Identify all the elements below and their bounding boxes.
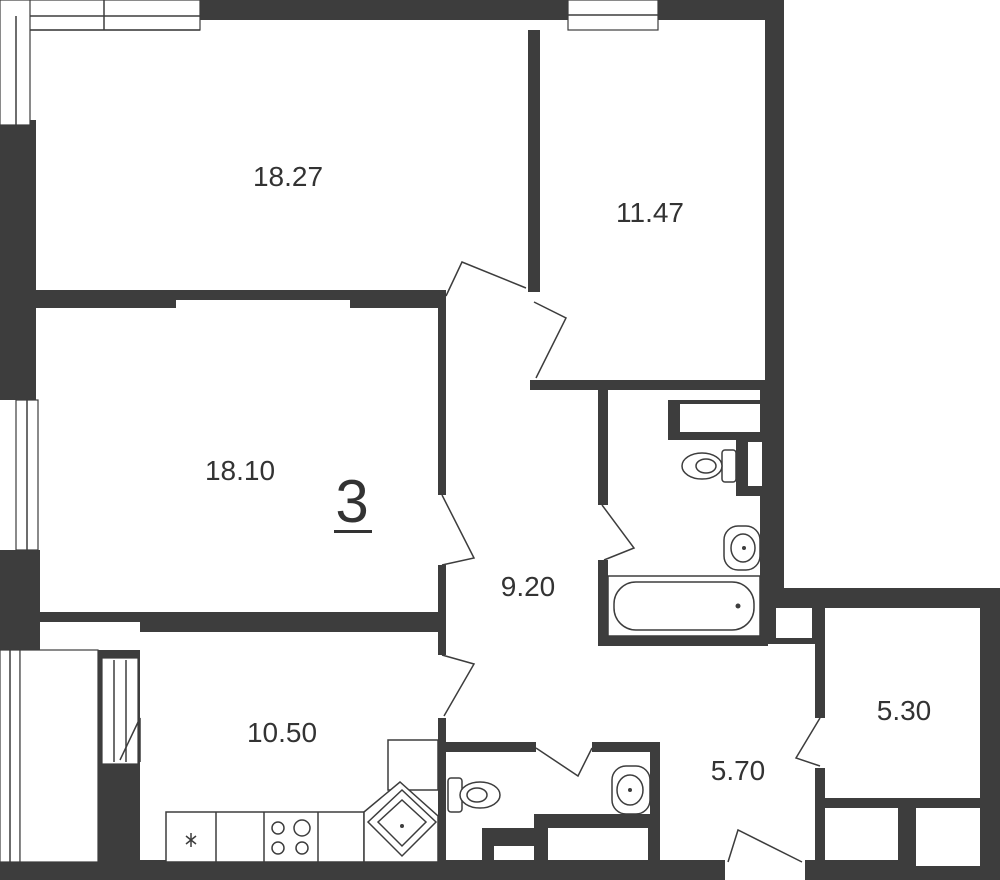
door-swing-icon [438, 654, 476, 718]
apartment-number-underline [334, 530, 372, 533]
bathroom-fixtures [447, 449, 761, 815]
room-area-hall: 9.20 [501, 571, 556, 602]
door-swing-icon [794, 717, 825, 768]
door-swing-icon [530, 300, 568, 380]
window-left-bottom [0, 649, 139, 863]
apartment-number: 3 [334, 468, 372, 535]
door-swing-icon [119, 717, 141, 762]
door-swing-icon [535, 742, 593, 778]
room-area-kitchen: 10.50 [247, 717, 317, 748]
room-area-storage: 5.30 [877, 695, 932, 726]
door-swing-icon [445, 261, 528, 300]
room-area-bedroom-right: 11.47 [616, 197, 684, 228]
extractor-icon [185, 833, 197, 847]
door-swing-icon [438, 494, 476, 566]
sink-icon [611, 765, 651, 815]
apartment-number-label: 3 [335, 468, 368, 535]
interior-walls [36, 30, 995, 868]
stove-icon [271, 819, 311, 855]
doors [119, 261, 825, 880]
kitchen-sink-icon [363, 781, 439, 863]
room-area-corridor: 5.70 [711, 755, 766, 786]
windows [0, 0, 659, 863]
fridge-icon [387, 739, 439, 791]
kitchen-counter [165, 811, 365, 863]
kitchen-fixtures [165, 739, 439, 863]
room-area-living: 18.10 [205, 455, 275, 486]
door-swing-icon [598, 504, 636, 561]
window-top-left [0, 0, 201, 126]
door-swing-icon [725, 828, 805, 880]
shafts [494, 404, 980, 866]
window-top-right [567, 0, 659, 31]
room-labels: 18.27 11.47 18.10 9.20 10.50 5.70 5.30 [205, 161, 931, 786]
toilet-icon [681, 449, 737, 483]
bathtub-icon [607, 575, 761, 637]
toilet-icon [447, 777, 501, 813]
room-area-bedroom-top: 18.27 [253, 161, 323, 192]
sink-icon [723, 525, 761, 571]
window-left-middle [15, 399, 39, 551]
